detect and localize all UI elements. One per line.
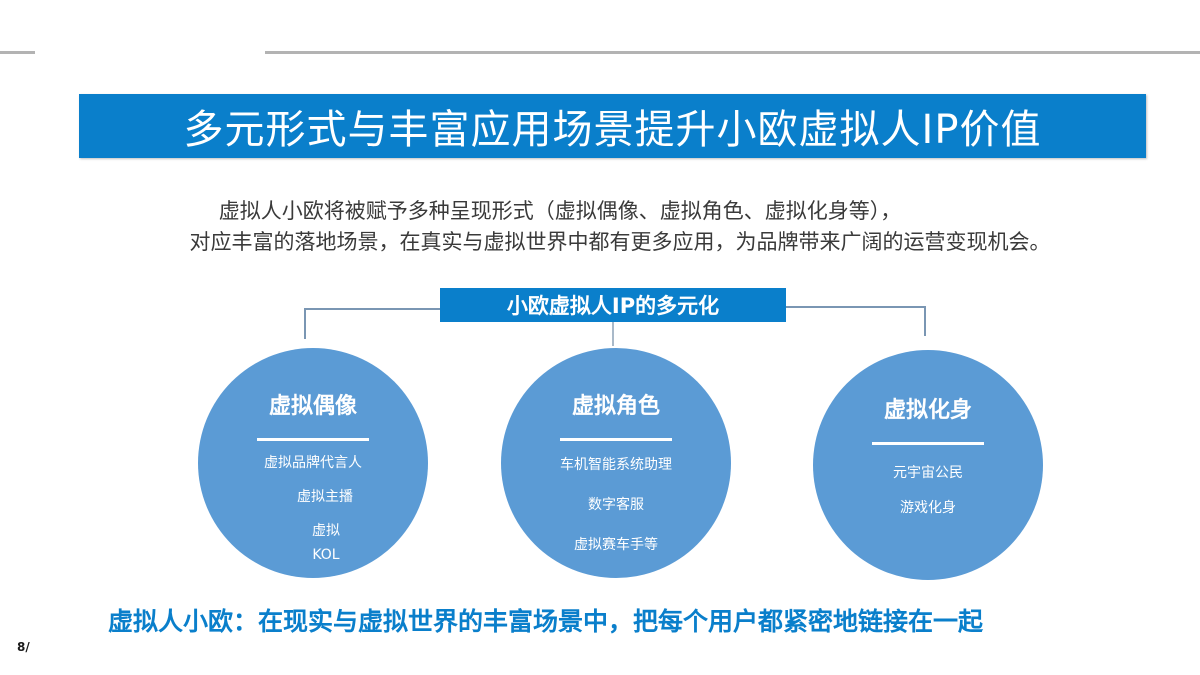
category-items: 车机智能系统助理 数字客服 虚拟赛车手等 — [560, 455, 672, 555]
page-title: 多元形式与丰富应用场景提升小欧虚拟人IP价值 — [183, 107, 1042, 153]
header-rule-left — [0, 51, 35, 54]
category-title: 虚拟化身 — [883, 398, 972, 423]
intro-line-1: 虚拟人小欧将被赋予多种呈现形式（虚拟偶像、虚拟角色、虚拟化身等）， — [218, 199, 902, 223]
category-circle-virtual-avatar: 虚拟化身 元宇宙公民 游戏化身 — [813, 350, 1043, 580]
category-circle-virtual-role: 虚拟角色 车机智能系统助理 数字客服 虚拟赛车手等 — [501, 348, 731, 578]
header-rule-right — [265, 51, 1200, 54]
hub-label-box: 小欧虚拟人IP的多元化 — [440, 288, 786, 322]
category-title: 虚拟偶像 — [268, 394, 357, 419]
hub-label: 小欧虚拟人IP的多元化 — [506, 294, 720, 318]
category-item: 数字客服 — [588, 497, 644, 513]
title-banner: 多元形式与丰富应用场景提升小欧虚拟人IP价值 — [79, 94, 1146, 158]
page-number: 8/ — [17, 640, 30, 654]
category-divider — [560, 438, 672, 441]
connector-line — [786, 306, 926, 308]
category-items: 虚拟品牌代言人 虚拟主播 虚拟 KOL — [264, 453, 362, 565]
category-item: 虚拟品牌代言人 — [264, 455, 362, 471]
category-divider — [872, 442, 984, 445]
category-items: 元宇宙公民 游戏化身 — [893, 463, 963, 518]
category-item: 虚拟赛车手等 — [574, 537, 658, 553]
category-divider — [257, 438, 369, 441]
category-circle-virtual-idol: 虚拟偶像 虚拟品牌代言人 虚拟主播 虚拟 KOL — [198, 348, 428, 578]
connector-line — [924, 306, 926, 336]
category-item: KOL — [312, 547, 340, 563]
category-item: 虚拟 — [312, 523, 340, 539]
category-item: 游戏化身 — [900, 500, 956, 516]
category-item: 虚拟主播 — [297, 489, 353, 505]
connector-line — [612, 322, 614, 346]
category-title: 虚拟角色 — [571, 394, 660, 419]
category-item: 元宇宙公民 — [893, 465, 963, 481]
connector-line — [304, 308, 306, 339]
connector-line — [304, 308, 440, 310]
intro-line-2: 对应丰富的落地场景，在真实与虚拟世界中都有更多应用，为品牌带来广阔的运营变现机会… — [189, 230, 1051, 254]
category-item: 车机智能系统助理 — [560, 457, 672, 473]
tagline: 虚拟人小欧：在现实与虚拟世界的丰富场景中，把每个用户都紧密地链接在一起 — [108, 607, 984, 636]
